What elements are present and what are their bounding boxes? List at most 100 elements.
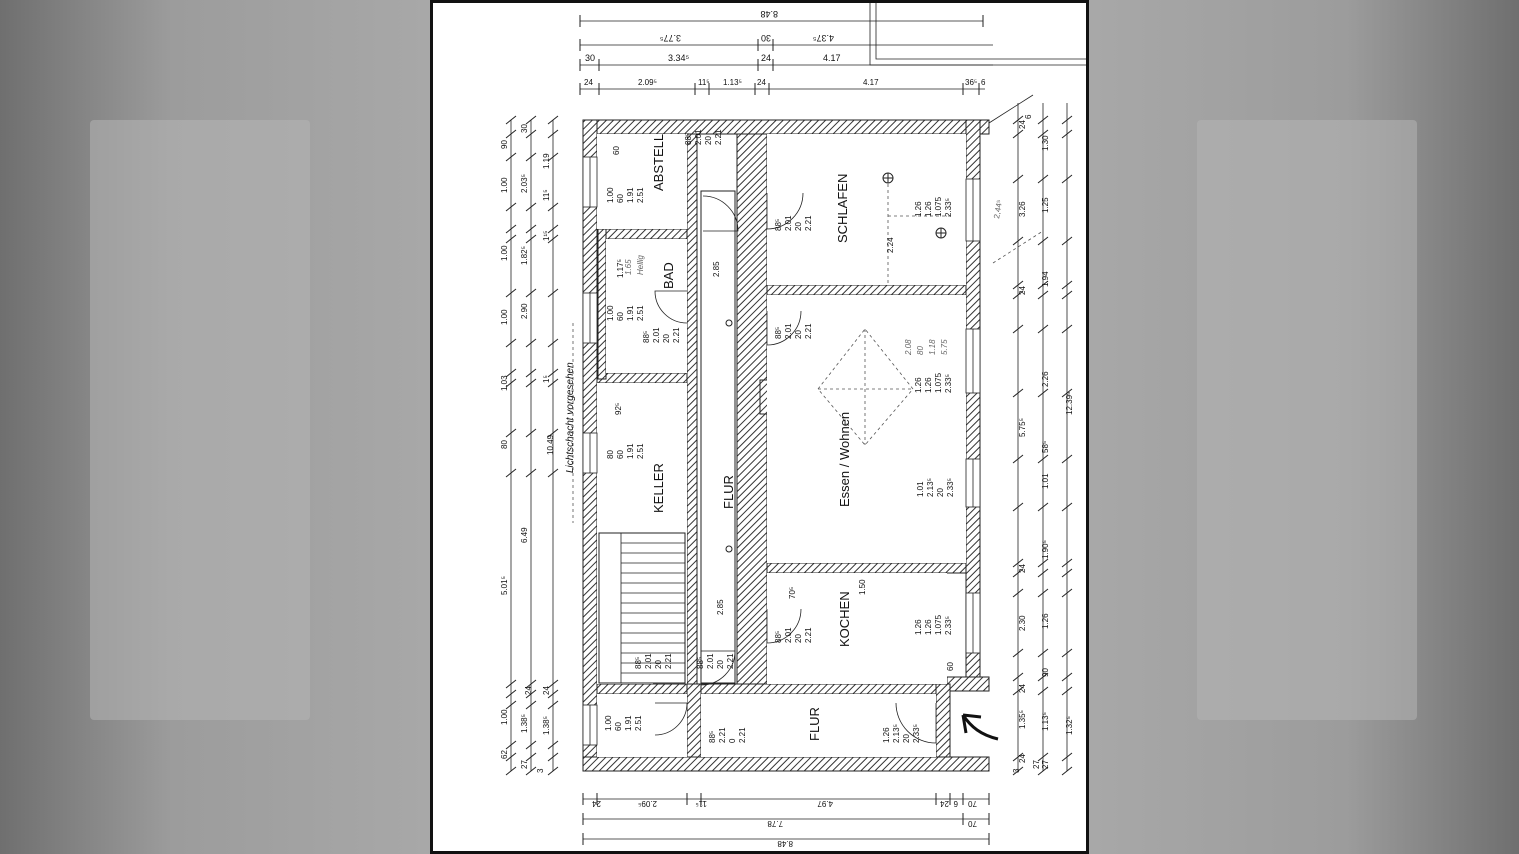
entry-win-value: 1.00 xyxy=(604,715,613,731)
stair-door-value: 2.01 xyxy=(644,653,653,669)
right-dim-b12: 27 xyxy=(1032,760,1041,769)
dimension-tick xyxy=(505,288,517,298)
left-dim-b3: 1.82⁵ xyxy=(520,246,529,265)
left-dim-a3: 1.00 xyxy=(500,245,509,261)
left-dim-a6: 80 xyxy=(500,440,509,449)
dimension-tick xyxy=(1061,115,1073,125)
essen-door-value: 88⁵ xyxy=(774,327,783,339)
windows xyxy=(582,156,981,746)
dimension-tick xyxy=(1061,174,1073,184)
dimension-tick xyxy=(1012,280,1024,290)
dimension-tick xyxy=(1061,752,1073,762)
bad-door-value: 2.21 xyxy=(672,327,681,343)
entry-front-value: 2.33⁵ xyxy=(912,724,921,743)
top-dim-row4-f: 4.17 xyxy=(863,78,879,87)
dimension-tick xyxy=(505,368,517,378)
right-dim-a2: 6 xyxy=(1024,114,1033,119)
right-dim-b4: 2.26 xyxy=(1041,371,1050,387)
dimension-tick xyxy=(1012,324,1024,334)
bad-win-value: 1.00 xyxy=(606,305,615,321)
top-dim-row2-a: 3.77⁵ xyxy=(659,33,681,43)
dimension-tick xyxy=(547,368,559,378)
bad-win-value: 1.91 xyxy=(626,305,635,321)
right-dim-b11: 58⁵ xyxy=(1041,441,1050,453)
right-dim-a4: 24 xyxy=(1018,286,1027,295)
dimension-tick xyxy=(525,129,537,139)
bad-top-label: 1.17⁵ xyxy=(616,259,625,278)
schlafen-224-label: 2.24 xyxy=(886,237,895,253)
pencil-note: 1.18 xyxy=(928,339,937,355)
bottom-dim-row1-f: 6 xyxy=(953,799,958,808)
wall-abstell-bad xyxy=(596,228,698,240)
right-dim-a3: 3.26 xyxy=(1018,201,1027,217)
blurred-background-right xyxy=(1087,0,1519,854)
essen-win-value: 1.26 xyxy=(924,377,933,393)
dimension-tick xyxy=(1061,388,1073,398)
dimension-tick xyxy=(1012,236,1024,246)
dimension-tick xyxy=(505,338,517,348)
wall-bad-inner xyxy=(597,228,607,380)
dimension-tick xyxy=(547,679,559,689)
dimension-tick xyxy=(547,152,559,162)
dimension-tick xyxy=(1061,280,1073,290)
keller-win-value: 1.91 xyxy=(626,443,635,459)
dimension-tick xyxy=(547,234,559,244)
top-dim-row3-a: 30 xyxy=(585,53,595,63)
dimension-tick xyxy=(1012,502,1024,512)
dimension-tick xyxy=(1012,588,1024,598)
kochen-win-value: 1.26 xyxy=(924,619,933,635)
left-dim-b7: 27 xyxy=(520,760,529,769)
essen-door2-value: 2.33⁵ xyxy=(946,478,955,497)
bad-win-value: 60 xyxy=(616,312,625,321)
building-walls xyxy=(582,119,990,772)
wall-east-step xyxy=(946,676,990,692)
left-dim-a7: 5.01⁵ xyxy=(500,576,509,595)
entry-win-value: 60 xyxy=(614,722,623,731)
dimension-tick xyxy=(547,752,559,762)
dimension-tick xyxy=(505,689,517,699)
left-dim-c4: 1⁵ xyxy=(542,375,551,383)
left-dim-c1: 1.19 xyxy=(542,153,551,169)
dimension-tick xyxy=(505,766,517,776)
bad-door-value: 88⁵ xyxy=(642,331,651,343)
dimension-tick xyxy=(547,224,559,234)
wall-entry-divider xyxy=(686,683,702,758)
abstell-win-value: 1.00 xyxy=(606,187,615,203)
entry-front-value: 1.26 xyxy=(882,727,891,743)
dimension-tick xyxy=(1037,672,1049,682)
right-dim-b2: 1.25 xyxy=(1041,197,1050,213)
dimension-tick xyxy=(547,115,559,125)
essen-door-value: 2.01 xyxy=(784,323,793,339)
left-dim-c7: 24 xyxy=(524,686,533,695)
floor-plan-sheet: 8.48 3.77⁵ 30 4.37⁵ 30 3.34⁵ 24 4.17 24 … xyxy=(430,0,1089,854)
dimension-tick xyxy=(1037,502,1049,512)
right-dim-b1: 1.30 xyxy=(1041,135,1050,151)
top-dimensions: 8.48 3.77⁵ 30 4.37⁵ 30 3.34⁵ 24 4.17 24 … xyxy=(579,3,1086,95)
essen-door-value: 2.21 xyxy=(804,323,813,339)
right-dim-c1: 12.39⁵ xyxy=(1065,392,1074,415)
blurred-background-left xyxy=(0,0,430,854)
entry-door-value: 2.21 xyxy=(738,727,747,743)
top-dim-row4-c: 11⁵ xyxy=(698,78,710,87)
left-dim-b2: 2.03⁵ xyxy=(520,174,529,193)
dimension-tick xyxy=(525,202,537,212)
essen-win-value: 1.26 xyxy=(914,377,923,393)
dimension-tick xyxy=(1061,558,1073,568)
right-dim-b5: 1.01 xyxy=(1041,473,1050,489)
corridor-floor xyxy=(700,190,736,684)
essen-door-value: 20 xyxy=(794,330,803,339)
top-dim-row4-b: 2.09⁵ xyxy=(638,78,657,87)
right-dim-a11: 24 xyxy=(1018,754,1027,763)
dimension-tick xyxy=(525,468,537,478)
left-dim-c9: 1.38⁵ xyxy=(542,716,551,735)
bottom-dim-row1-g: 70 xyxy=(968,799,977,808)
dimension-tick xyxy=(1061,129,1073,139)
left-dim-c3: 1¹⁵ xyxy=(542,231,551,241)
dimension-tick xyxy=(505,679,517,689)
dimension-tick xyxy=(1012,648,1024,658)
right-dim-a7: 2.30 xyxy=(1018,615,1027,631)
entry-floor xyxy=(701,694,936,757)
kochen-60-label: 60 xyxy=(946,662,955,671)
dimension-tick xyxy=(1012,752,1024,762)
